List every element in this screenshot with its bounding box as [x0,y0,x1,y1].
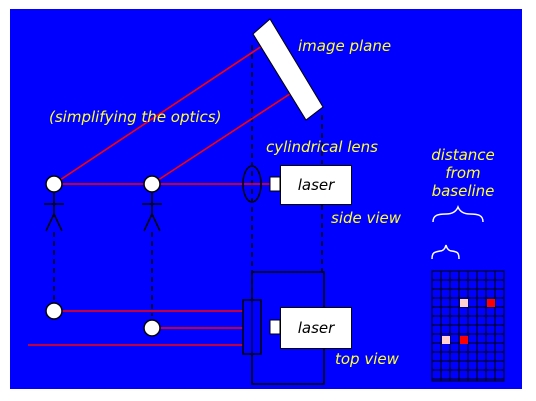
sensor-grid [431,270,505,382]
sensor-pixel-faint-1 [460,299,468,307]
person-2-head [143,175,161,193]
laser-side: laser [280,165,352,205]
person-2 [142,175,162,232]
cylindrical-lens-side [242,165,262,203]
label-top-view: top view [335,350,399,368]
brace-narrow [431,244,460,260]
label-distance-from-baseline: distance from baseline [431,146,495,200]
laser-top: laser [280,307,352,349]
laser-aperture-top [269,319,281,335]
laser-aperture-side [269,176,281,192]
ray-person-2-to-image-plane [151,87,300,185]
person-1 [44,175,64,232]
ray-person-1-to-image-plane [53,39,272,185]
sensor-pixel-faint-2 [442,336,450,344]
projection-lines [53,45,323,316]
person-2-top [143,319,161,337]
person-1-top [45,302,63,320]
label-cylindrical-lens: cylindrical lens [266,138,378,156]
brace-wide [432,204,484,223]
label-simplifying-optics: (simplifying the optics) [49,108,222,126]
person-1-head [45,175,63,193]
sensor-pixel-bright-2 [460,336,468,344]
image-plane [252,18,324,121]
label-image-plane: image plane [298,37,392,55]
label-side-view: side view [331,209,402,227]
top-view-rays [28,310,244,346]
sensor-pixel-bright-1 [487,299,495,307]
